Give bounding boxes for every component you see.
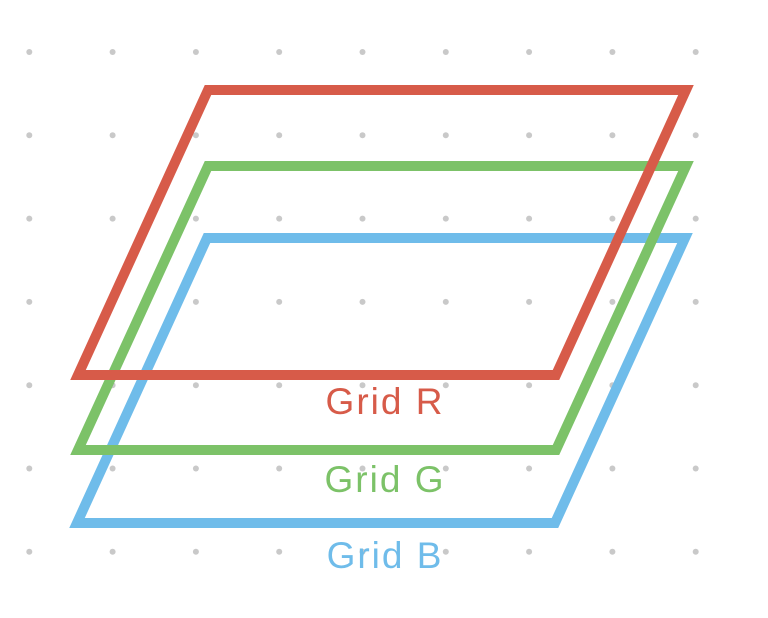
dot-grid — [26, 49, 699, 555]
grid-dot — [26, 548, 33, 555]
grid-dot — [192, 215, 199, 222]
grid-dot — [192, 548, 199, 555]
grid-dot — [276, 382, 283, 389]
grid-dot — [109, 548, 116, 555]
grid-g-label[interactable]: Grid G — [325, 459, 446, 500]
grid-dot — [442, 548, 449, 555]
grid-dot — [442, 132, 449, 139]
grid-dot — [276, 132, 283, 139]
grid-dot — [609, 298, 616, 305]
grid-b-label[interactable]: Grid B — [327, 535, 444, 576]
grid-dot — [192, 465, 199, 472]
grid-dot — [192, 298, 199, 305]
grid-dot — [692, 49, 699, 55]
grid-dot — [26, 298, 33, 305]
grid-dot — [442, 49, 449, 55]
grid-r-parallelogram[interactable] — [70, 85, 694, 380]
grid-dot — [609, 132, 616, 139]
grid-dot — [609, 215, 616, 222]
grid-dot — [26, 465, 33, 472]
grid-dot — [26, 382, 33, 389]
grid-dot — [359, 465, 366, 472]
grid-dot — [359, 382, 366, 389]
grid-dot — [359, 298, 366, 305]
grid-dot — [109, 215, 116, 222]
grid-dot — [609, 465, 616, 472]
grid-dot — [109, 49, 116, 55]
grid-dot — [276, 548, 283, 555]
grid-dot — [609, 548, 616, 555]
grid-dot — [526, 49, 533, 55]
grid-dot — [276, 298, 283, 305]
grid-dot — [192, 49, 199, 55]
grid-dot — [526, 132, 533, 139]
grid-dot — [26, 49, 33, 55]
grid-dot — [109, 132, 116, 139]
grid-dot — [276, 49, 283, 55]
grid-dot — [526, 298, 533, 305]
grid-dot — [526, 382, 533, 389]
grid-dot — [692, 132, 699, 139]
grid-dot — [442, 298, 449, 305]
grid-dot — [192, 382, 199, 389]
grid-g-parallelogram[interactable] — [70, 161, 694, 455]
grid-dot — [359, 215, 366, 222]
grid-dot — [109, 465, 116, 472]
grid-dot — [526, 548, 533, 555]
grid-dot — [276, 465, 283, 472]
grid-dot — [609, 49, 616, 55]
grid-dot — [442, 465, 449, 472]
grid-dot — [26, 132, 33, 139]
grid-dot — [692, 382, 699, 389]
grid-dot — [692, 465, 699, 472]
grid-dot — [276, 215, 283, 222]
grid-dot — [692, 548, 699, 555]
grid-dot — [359, 49, 366, 55]
grid-dot — [526, 215, 533, 222]
grid-r-label[interactable]: Grid R — [326, 381, 445, 422]
grid-dot — [526, 465, 533, 472]
grid-dot — [359, 132, 366, 139]
grid-dot — [442, 382, 449, 389]
grid-b-parallelogram[interactable] — [69, 233, 693, 528]
grid-dot — [692, 215, 699, 222]
grid-dot — [692, 298, 699, 305]
grid-dot — [359, 548, 366, 555]
grid-dot — [192, 132, 199, 139]
grid-dot — [26, 215, 33, 222]
grid-dot — [442, 215, 449, 222]
